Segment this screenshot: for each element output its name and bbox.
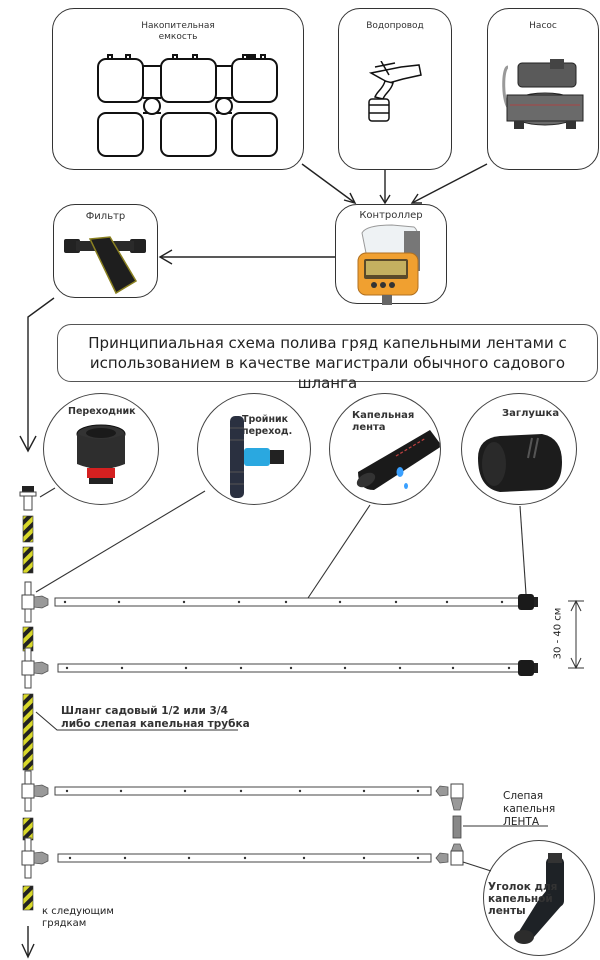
- tee-fitting-2: [21, 647, 49, 689]
- drip-tape-row-1: [54, 597, 522, 607]
- pump-label: Насос: [529, 21, 557, 31]
- elbow-callout: Уголок для капельной ленты: [483, 840, 595, 956]
- leader-lines: [35, 487, 548, 872]
- elbow-label-line-1: Уголок для: [488, 881, 558, 893]
- elbow-label-line-3: ленты: [488, 905, 526, 917]
- tank-box: Накопительная емкость: [52, 8, 304, 170]
- caption-line-1: Принципиальная схема полива гряд капельн…: [88, 334, 567, 352]
- tee-fitting-4: [21, 837, 49, 879]
- tee-fitting-1: [21, 581, 49, 623]
- drip-tape-label: Капельная лента: [352, 410, 414, 434]
- end-plug-label: Заглушка: [502, 408, 560, 419]
- drip-tape-row-2: [57, 663, 522, 673]
- controller-icon: [357, 224, 420, 305]
- next-beds-label-line-2: грядкам: [42, 918, 87, 929]
- drip-tape-callout: Капельная лента: [329, 393, 441, 505]
- tee-label: Тройник переход.: [242, 414, 292, 438]
- adapter-icon: [76, 424, 126, 484]
- pump-icon: [502, 59, 584, 129]
- drip-tape-label-line-2: лента: [352, 422, 386, 433]
- blind-tape-label: Слепая капельня ЛЕНТА: [503, 790, 555, 829]
- faucet-icon: [368, 61, 422, 122]
- diagram-caption: Принципиальная схема полива гряд капельн…: [57, 324, 598, 392]
- blind-tape-label-line-1: Слепая: [503, 790, 544, 802]
- filter-icon: [64, 236, 146, 295]
- water-main-box: Водопровод: [338, 8, 452, 170]
- filter-label: Фильтр: [85, 211, 126, 222]
- drip-tape-icon: [356, 430, 440, 490]
- spacing-label: 30 - 40 см: [552, 607, 564, 660]
- main-hose: [19, 486, 37, 911]
- next-beds-label: к следующим грядкам: [42, 906, 114, 930]
- end-plug-icon: [478, 434, 562, 492]
- tee-icon: [230, 416, 284, 498]
- hose-label-line-1: Шланг садовый 1/2 или 3/4: [61, 705, 228, 717]
- blind-tape-label-line-3: ЛЕНТА: [503, 816, 540, 828]
- tank-icon: [97, 54, 278, 157]
- end-plugs: [518, 594, 538, 676]
- drip-tape-row-3: [54, 786, 432, 796]
- blind-tape-label-line-2: капельня: [503, 803, 556, 815]
- end-plug-callout: Заглушка: [461, 393, 577, 505]
- elbow-label-line-2: капельной: [488, 893, 553, 905]
- tee-label-line-1: Тройник: [242, 414, 289, 425]
- hose-label: Шланг садовый 1/2 или 3/4 либо слепая ка…: [61, 705, 250, 731]
- emitter-dots: [63, 600, 511, 860]
- filter-box: Фильтр: [53, 204, 158, 298]
- drip-tape-label-line-1: Капельная: [352, 410, 415, 421]
- controller-box: Контроллер: [335, 204, 447, 305]
- adapter-callout: Переходник: [43, 393, 159, 505]
- tee-fitting-3: [21, 770, 49, 812]
- flow-arrows: [19, 163, 488, 959]
- elbow-icon: [514, 853, 564, 944]
- adapter-label: Переходник: [68, 406, 136, 417]
- water-main-label: Водопровод: [366, 21, 424, 31]
- tank-label: Накопительная емкость: [141, 21, 215, 42]
- hose-label-line-2: либо слепая капельная трубка: [61, 718, 250, 730]
- elbow-fittings: [435, 783, 464, 866]
- caption-line-2: использованием в качестве магистрали обы…: [89, 354, 566, 392]
- elbow-label: Уголок для капельной ленты: [488, 881, 557, 917]
- controller-label: Контроллер: [359, 210, 423, 221]
- tee-callout: Тройник переход.: [197, 393, 311, 505]
- next-beds-label-line-1: к следующим: [42, 906, 114, 917]
- spacing-dimension: [568, 599, 584, 670]
- pump-box: Насос: [487, 8, 599, 170]
- tee-label-line-2: переход.: [242, 426, 293, 437]
